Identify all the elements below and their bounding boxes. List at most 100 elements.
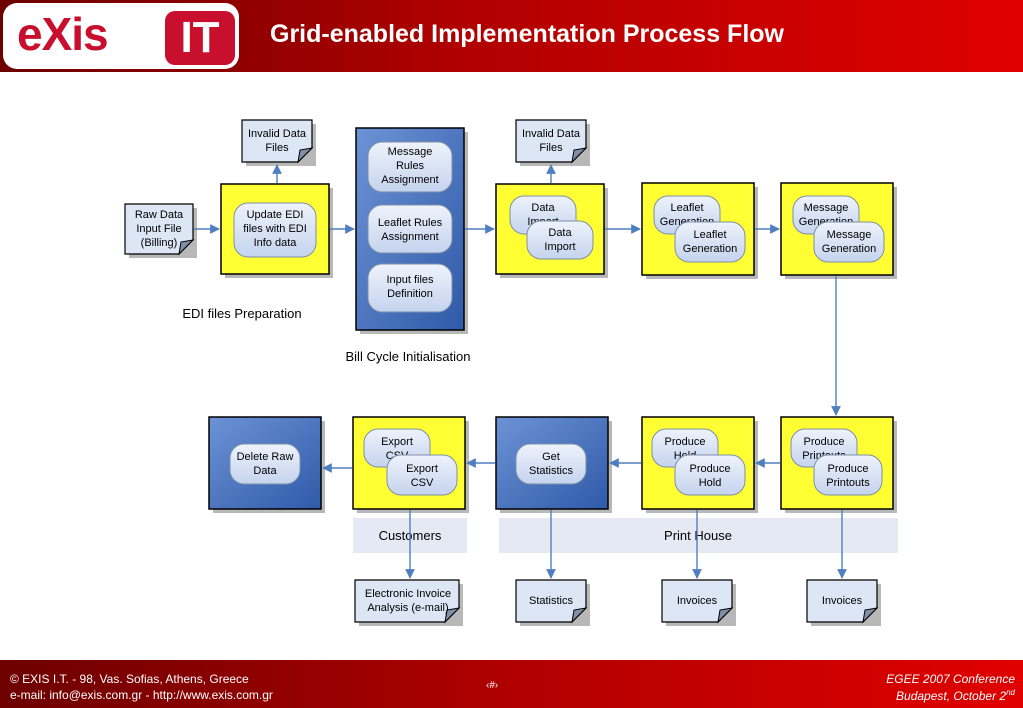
task-csv-back-line-1: Export (381, 436, 413, 448)
svg-text:Invoices: Invoices (677, 595, 718, 607)
task-msg-rules-line-1: Message (388, 146, 433, 158)
task-printouts-back-line-1: Produce (804, 436, 845, 448)
logo-text-it: IT (165, 11, 235, 65)
task-csv-front-line-1: Export (406, 463, 438, 475)
task-data-import-back-line-1: Data (531, 202, 555, 214)
stage-get-statistics (495, 416, 612, 513)
task-hold-front-line-2: Hold (699, 477, 722, 489)
exis-logo: eXis IT (3, 3, 239, 69)
task-csv-front-line-2: CSV (411, 477, 434, 489)
doc-invalid-1-line-2: Files (265, 142, 289, 154)
task-message-front-line-2: Generation (822, 243, 876, 255)
doc-electronic-line-2: Analysis (e-mail) (367, 602, 448, 614)
task-msg-rules-line-3: Assignment (381, 174, 438, 186)
task-leaflet-rules-line-1: Leaflet Rules (378, 217, 443, 229)
footer-place-sup: nd (1006, 688, 1015, 697)
task-update-edi-line-2: files with EDI (243, 223, 307, 235)
slide-title: Grid-enabled Implementation Process Flow (270, 20, 784, 48)
footer-place-text: Budapest, October 2 (896, 689, 1007, 703)
caption-bill-cycle: Bill Cycle Initialisation (346, 349, 471, 364)
task-update-edi: Update EDI files with EDI Info data (233, 202, 317, 258)
task-data-import-front-line-1: Data (548, 227, 572, 239)
task-update-edi-line-3: Info data (254, 237, 298, 249)
doc-statistics: Statistics (515, 579, 590, 626)
task-leaflet-front-line-2: Generation (683, 243, 737, 255)
footer-address: © EXIS I.T. - 98, Vas. Sofias, Athens, G… (10, 672, 249, 686)
task-delete-raw-line-1: Delete Raw (237, 451, 294, 463)
task-hold-back-line-1: Produce (665, 436, 706, 448)
doc-invalid-2-line-1: Invalid Data (522, 128, 581, 140)
doc-invalid-1-line-1: Invalid Data (248, 128, 307, 140)
footer-contact: e-mail: info@exis.com.gr - http://www.ex… (10, 688, 273, 702)
task-get-statistics-line-2: Statistics (529, 465, 574, 477)
task-msg-rules-line-2: Rules (396, 160, 425, 172)
print-house-lane (499, 518, 898, 553)
footer-place: Budapest, October 2nd (896, 688, 1015, 703)
doc-statistics-line-1: Statistics (529, 595, 574, 607)
doc-invoices-1-line-1: Invoices (677, 595, 718, 607)
task-message-front-line-1: Message (827, 229, 872, 241)
svg-text:Statistics: Statistics (529, 595, 574, 607)
task-delete-raw-line-2: Data (253, 465, 277, 477)
task-printouts-front-line-1: Produce (828, 463, 869, 475)
doc-raw-line-2: Input File (136, 223, 181, 235)
doc-invoices-2-line-1: Invoices (822, 595, 863, 607)
doc-electronic-line-1: Electronic Invoice (365, 588, 451, 600)
doc-invalid-2-line-2: Files (539, 142, 563, 154)
task-message-back-line-1: Message (804, 202, 849, 214)
caption-edi-preparation: EDI files Preparation (182, 306, 301, 321)
task-data-import-front-line-2: Import (544, 241, 575, 253)
footer-page-number: ‹#› (486, 680, 499, 691)
task-get-statistics-line-1: Get (542, 451, 560, 463)
doc-invoices-printouts: Invoices (806, 579, 881, 626)
footer-conference: EGEE 2007 Conference (886, 672, 1015, 686)
task-leaflet-rules-line-2: Assignment (381, 231, 438, 243)
header-bar: eXis IT Grid-enabled Implementation Proc… (0, 0, 1023, 72)
doc-invoices-hold: Invoices (661, 579, 736, 626)
task-leaflet-front-line-1: Leaflet (693, 229, 726, 241)
task-printouts-front-line-2: Printouts (826, 477, 870, 489)
task-update-edi-line-1: Update EDI (247, 209, 304, 221)
task-input-files-line-2: Definition (387, 288, 433, 300)
svg-text:Invoices: Invoices (822, 595, 863, 607)
doc-raw-line-3: (Billing) (141, 237, 178, 249)
task-leaflet-back-line-1: Leaflet (670, 202, 703, 214)
doc-raw-line-1: Raw Data (135, 209, 184, 221)
task-input-files-line-1: Input files (386, 274, 434, 286)
footer-bar: © EXIS I.T. - 98, Vas. Sofias, Athens, G… (0, 660, 1023, 708)
print-house-lane-label: Print House (664, 528, 732, 543)
logo-text-exis: eXis (17, 8, 109, 60)
